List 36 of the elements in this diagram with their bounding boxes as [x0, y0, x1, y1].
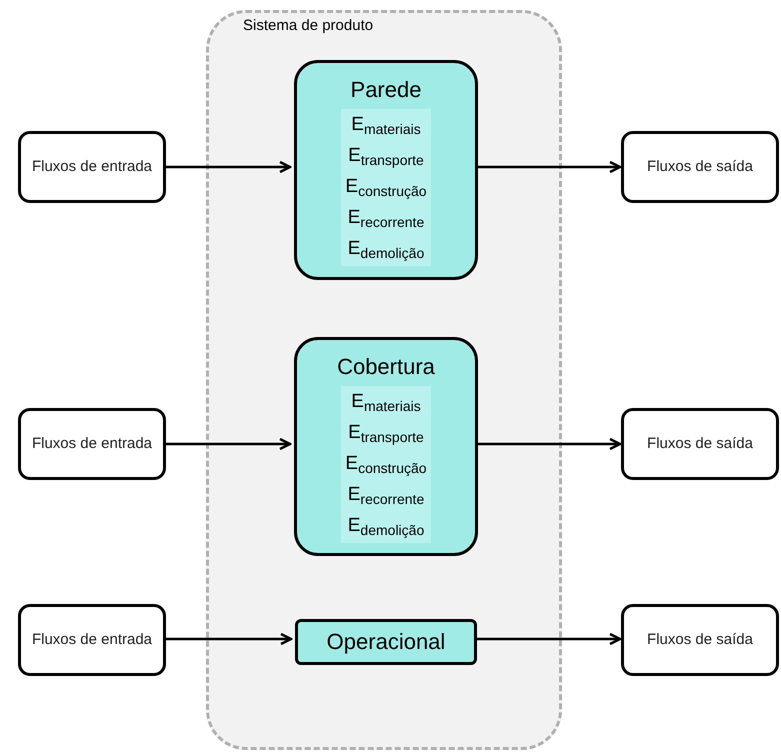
flow-box	[621, 408, 779, 480]
energy-term: E$_{construção}$	[345, 452, 427, 478]
arrow	[166, 438, 292, 450]
arrow	[166, 632, 292, 646]
energy-term: E$_{transporte}$	[348, 421, 424, 447]
flow-label: Fluxos de entrada	[30, 157, 154, 177]
component-title: Cobertura	[337, 353, 435, 381]
flow-label: Fluxos de entrada	[30, 630, 154, 650]
energy-term: E$_{recorrente}$	[348, 483, 424, 508]
energy-term: E$_{materiais}$	[351, 113, 421, 138]
energy-term: E$_{construção}$	[345, 175, 427, 201]
arrow	[475, 438, 622, 450]
component-box	[295, 619, 477, 665]
system-boundary	[206, 10, 562, 750]
arrow	[474, 632, 622, 646]
energy-term: E$_{materiais}$	[351, 390, 421, 416]
energy-term: E$_{demolição}$	[348, 237, 424, 263]
component-box	[294, 337, 478, 556]
flow-label: Fluxos de saída	[646, 434, 754, 454]
flow-label: Fluxos de entrada	[30, 434, 154, 454]
component-box	[294, 60, 478, 280]
flow-label: Fluxos de saída	[646, 630, 754, 650]
component-title: Parede	[350, 76, 422, 104]
flow-box	[621, 131, 779, 203]
energy-term: E$_{demolição}$	[348, 514, 424, 540]
component-title: Operacional	[326, 628, 446, 656]
flow-box	[621, 604, 779, 676]
boundary-label: Sistema de produto	[243, 16, 374, 36]
flow-box	[18, 604, 166, 676]
energy-term: E$_{transporte}$	[348, 144, 424, 170]
flow-box	[18, 131, 166, 203]
flow-label: Fluxos de saída	[646, 157, 754, 177]
arrow	[475, 160, 622, 174]
arrow	[166, 160, 292, 174]
flow-box	[18, 408, 166, 480]
energy-term: E$_{recorrente}$	[348, 206, 424, 232]
